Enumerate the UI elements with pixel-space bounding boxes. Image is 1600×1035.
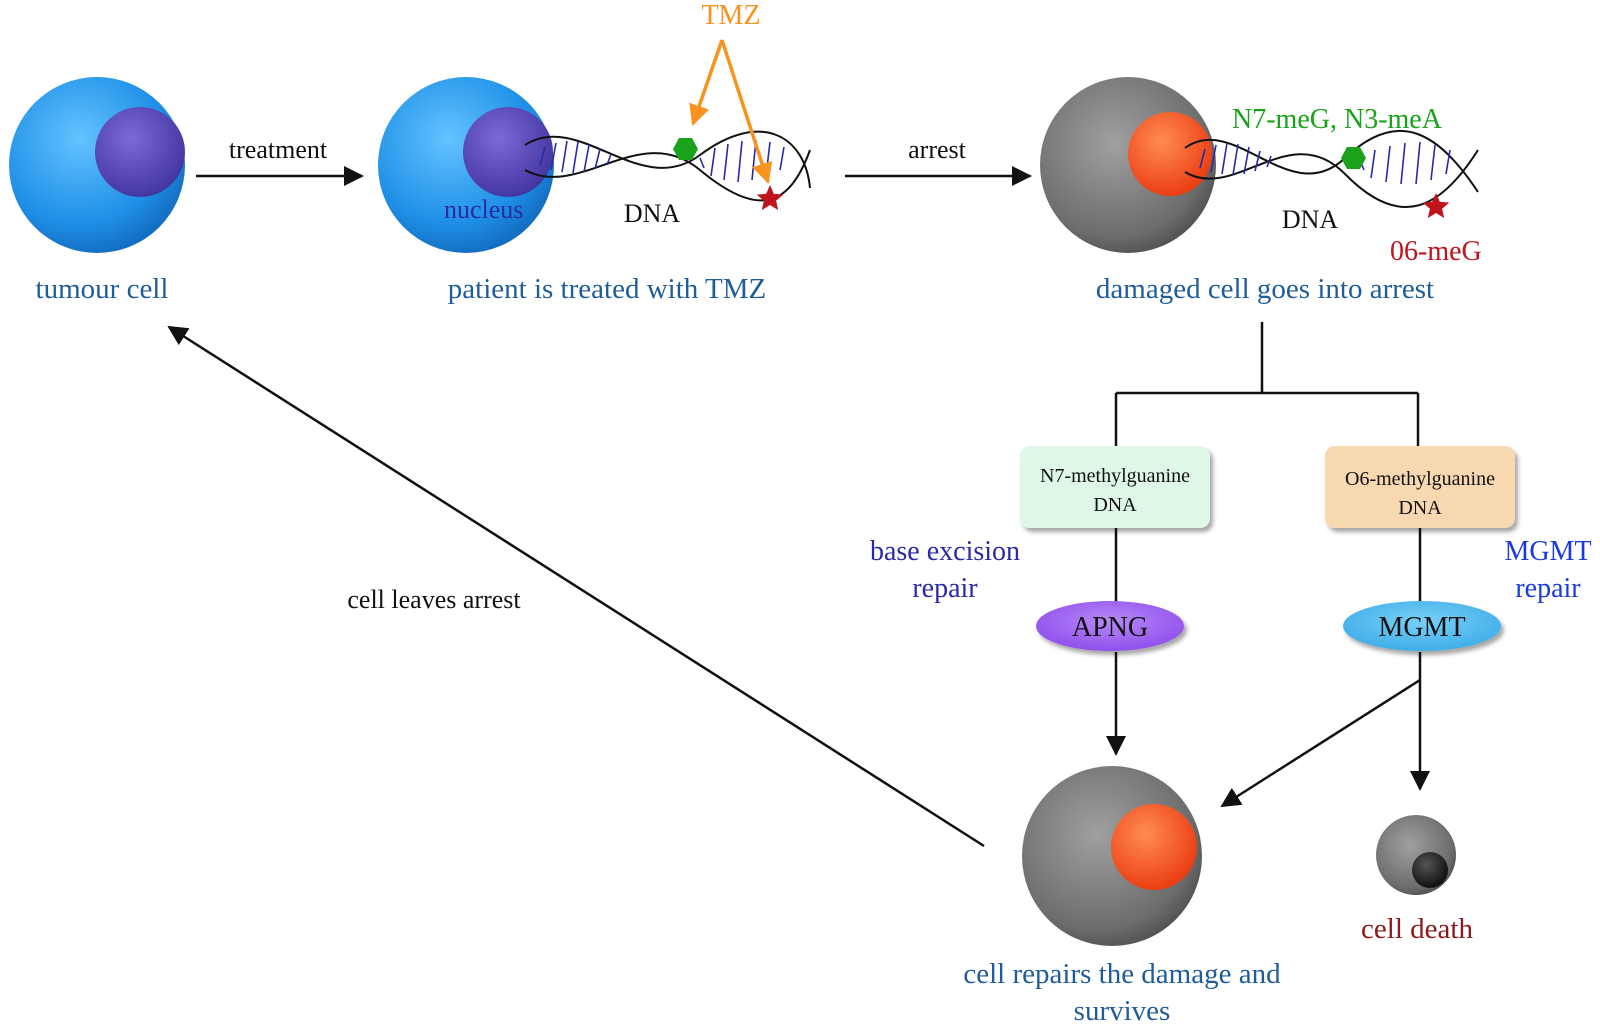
tmz-arrow-to-lesion bbox=[720, 39, 773, 184]
dna-helix-damaged bbox=[1184, 129, 1479, 208]
mgmt-to-survival-arrow bbox=[1220, 678, 1421, 808]
tmz-arrow-to-adduct bbox=[689, 39, 724, 126]
apng-label: APNG bbox=[1072, 612, 1148, 643]
apng-enzyme: APNG bbox=[1036, 601, 1184, 651]
dead-cell-body bbox=[1376, 815, 1456, 895]
leaves-arrest-label: cell leaves arrest bbox=[347, 585, 521, 614]
o6-box-line1: O6-methylguanine bbox=[1345, 468, 1495, 490]
dead-cell bbox=[1376, 815, 1456, 895]
branch-connector bbox=[1114, 322, 1420, 446]
treated-cell-nucleus bbox=[463, 107, 553, 197]
surviving-cell bbox=[1022, 766, 1202, 946]
mgmt-label: MGMT bbox=[1378, 612, 1465, 643]
base-excision-repair-line2: repair bbox=[912, 573, 978, 604]
n7-box-line1: N7-methylguanine bbox=[1040, 465, 1190, 487]
n7-box-line2: DNA bbox=[1093, 494, 1137, 516]
treatment-label: treatment bbox=[229, 135, 328, 164]
damaged-cell-nucleus bbox=[1128, 112, 1212, 196]
red-star-icon bbox=[756, 185, 784, 211]
leaves-arrest-arrow bbox=[167, 325, 985, 848]
mgmt-repair-line1: MGMT bbox=[1504, 536, 1591, 567]
caption-tumour-cell: tumour cell bbox=[36, 273, 169, 305]
tumour-cell bbox=[9, 77, 185, 253]
n7-methylguanine-box: N7-methylguanine DNA bbox=[1020, 446, 1210, 528]
green-hexagon-icon bbox=[1341, 147, 1366, 169]
red-star-icon bbox=[1422, 193, 1450, 219]
damaged-cell bbox=[1040, 77, 1216, 253]
dna-label: DNA bbox=[624, 199, 681, 228]
dna-label-damaged: DNA bbox=[1282, 205, 1339, 234]
mgmt-enzyme: MGMT bbox=[1343, 601, 1501, 651]
green-hexagon-icon bbox=[673, 138, 698, 160]
base-excision-repair-line1: base excision bbox=[870, 536, 1020, 567]
o6-meg-label: 06-meG bbox=[1390, 236, 1482, 267]
o6-methylguanine-box: O6-methylguanine DNA bbox=[1325, 446, 1515, 528]
caption-arrest: damaged cell goes into arrest bbox=[1096, 273, 1434, 305]
nucleus-label: nucleus bbox=[444, 195, 523, 224]
tmz-label: TMZ bbox=[701, 0, 760, 31]
surviving-cell-nucleus bbox=[1111, 804, 1197, 890]
caption-survives-line1: cell repairs the damage and bbox=[963, 958, 1281, 990]
dead-cell-nucleus bbox=[1412, 852, 1448, 888]
arrest-label: arrest bbox=[908, 135, 967, 164]
o6-box-line2: DNA bbox=[1398, 497, 1442, 519]
tumour-cell-nucleus bbox=[95, 107, 185, 197]
caption-cell-death: cell death bbox=[1361, 913, 1473, 945]
mgmt-repair-line2: repair bbox=[1515, 573, 1581, 604]
n7-n3-label: N7-meG, N3-meA bbox=[1232, 104, 1443, 135]
dna-helix bbox=[524, 130, 811, 202]
treated-cell bbox=[378, 77, 554, 253]
caption-survives-line2: survives bbox=[1074, 995, 1171, 1027]
caption-treated: patient is treated with TMZ bbox=[448, 273, 766, 305]
